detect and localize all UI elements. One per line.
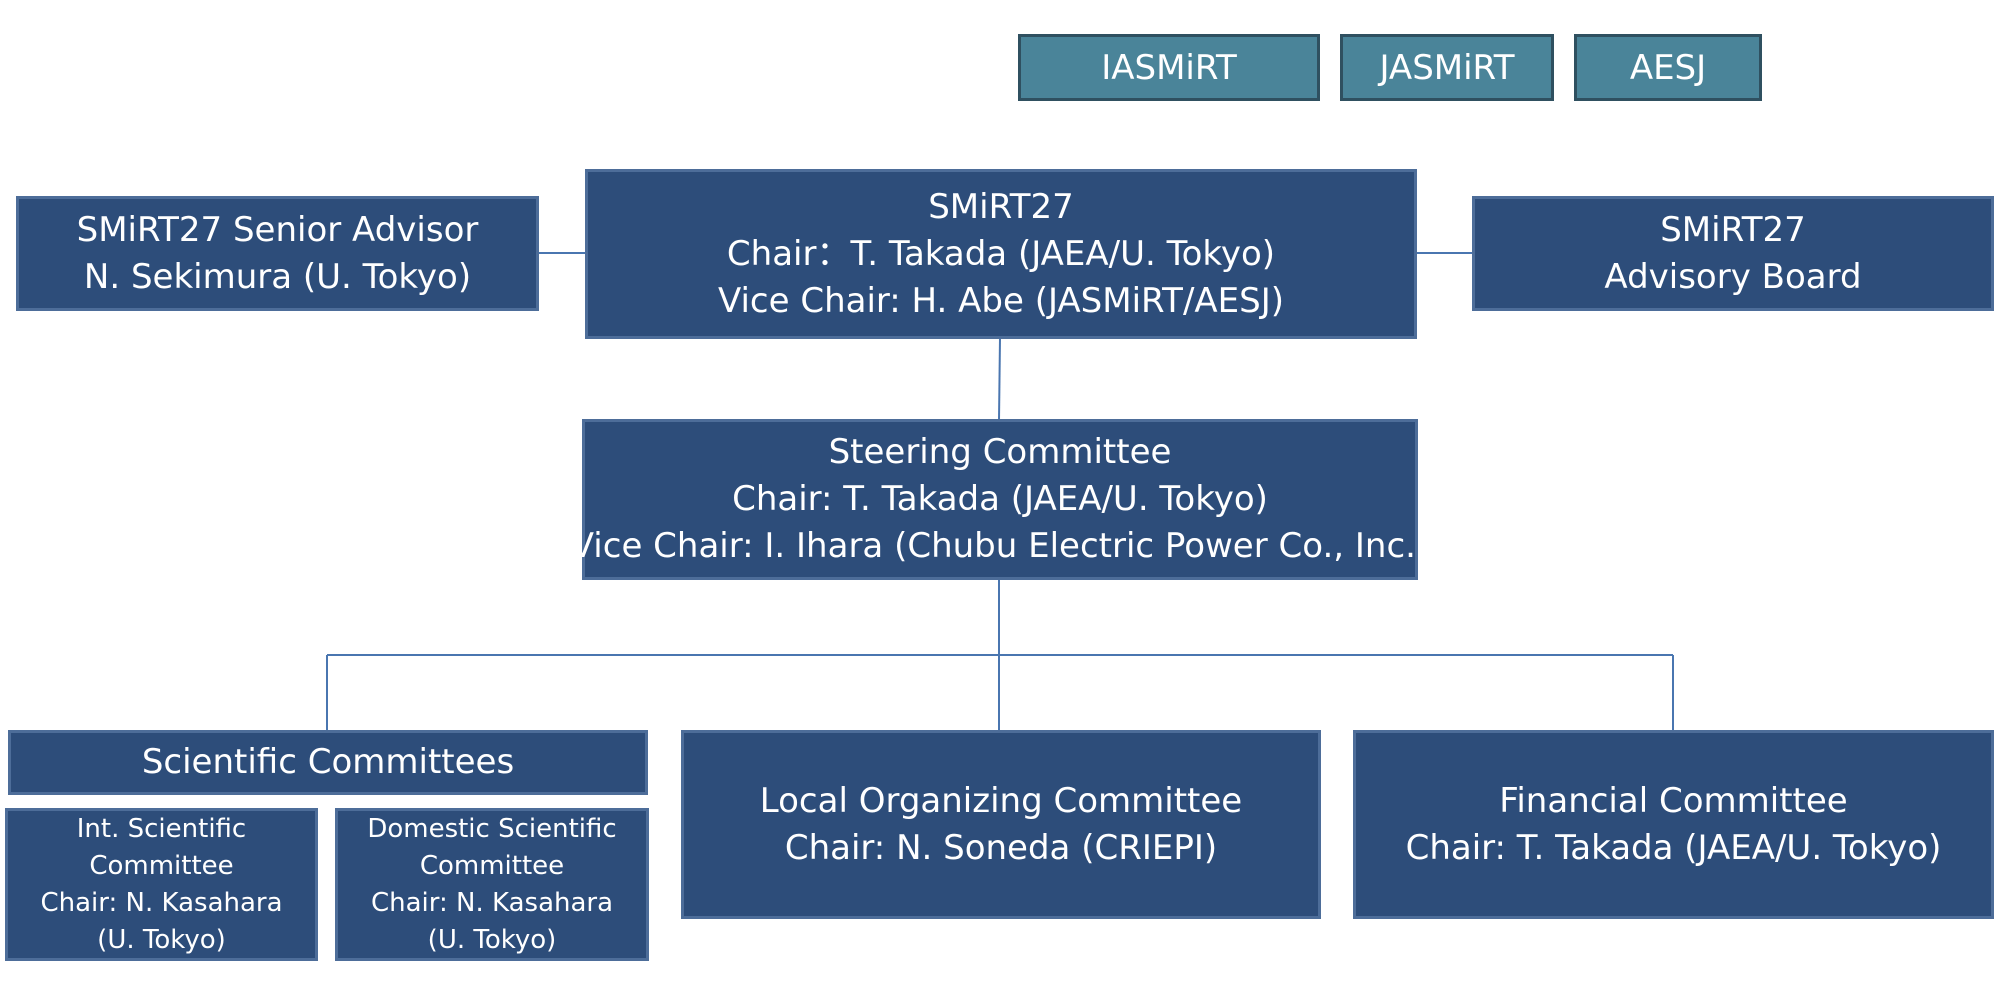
- smirt27-box: SMiRT27 Chair：T. Takada (JAEA/U. Tokyo) …: [585, 169, 1417, 339]
- int-scientific-committee-box: Int. Scientific Committee Chair: N. Kasa…: [5, 808, 318, 961]
- steering-committee-box: Steering Committee Chair: T. Takada (JAE…: [571, 419, 1429, 580]
- senior-advisor-title: SMiRT27 Senior Advisor: [76, 209, 479, 250]
- connector-smirt-steering: [998, 337, 1001, 421]
- smirt27-chair: Chair：T. Takada (JAEA/U. Tokyo): [726, 233, 1276, 274]
- int-scientific-line-2: Committee: [89, 850, 234, 881]
- org-box-jasmirt: JASMiRT: [1340, 34, 1554, 101]
- org-label: AESJ: [1629, 47, 1707, 88]
- int-scientific-chair: Chair: N. Kasahara: [40, 887, 283, 918]
- local-organizing-chair: Chair: N. Soneda (CRIEPI): [784, 827, 1218, 868]
- smirt27-title: SMiRT27: [928, 186, 1074, 227]
- financial-committee-title: Financial Committee: [1499, 780, 1848, 821]
- advisory-board-subtitle: Advisory Board: [1604, 256, 1862, 297]
- domestic-scientific-affiliation: (U. Tokyo): [427, 924, 557, 955]
- int-scientific-line-1: Int. Scientific: [76, 813, 247, 844]
- domestic-scientific-line-2: Committee: [419, 850, 565, 881]
- org-box-aesj: AESJ: [1574, 34, 1762, 101]
- advisory-board-title: SMiRT27: [1660, 209, 1806, 250]
- local-organizing-committee-box: Local Organizing Committee Chair: N. Son…: [681, 730, 1321, 919]
- steering-committee-chair: Chair: T. Takada (JAEA/U. Tokyo): [732, 479, 1268, 519]
- domestic-scientific-line-1: Domestic Scientific: [367, 813, 617, 844]
- steering-committee-vice-chair: Vice Chair: I. Ihara (Chubu Electric Pow…: [570, 526, 1430, 566]
- org-label: IASMiRT: [1101, 47, 1237, 88]
- domestic-scientific-committee-box: Domestic Scientific Committee Chair: N. …: [335, 808, 649, 961]
- senior-advisor-box: SMiRT27 Senior Advisor N. Sekimura (U. T…: [16, 196, 539, 311]
- financial-committee-chair: Chair: T. Takada (JAEA/U. Tokyo): [1405, 827, 1942, 868]
- smirt27-vice-chair: Vice Chair: H. Abe (JASMiRT/AESJ): [717, 280, 1285, 321]
- org-label: JASMiRT: [1379, 47, 1515, 88]
- steering-committee-title: Steering Committee: [828, 432, 1172, 472]
- scientific-committees-title: Scientific Committees: [141, 742, 515, 782]
- senior-advisor-name: N. Sekimura (U. Tokyo): [83, 256, 472, 297]
- advisory-board-box: SMiRT27 Advisory Board: [1472, 196, 1994, 311]
- local-organizing-title: Local Organizing Committee: [759, 780, 1243, 821]
- financial-committee-box: Financial Committee Chair: T. Takada (JA…: [1353, 730, 1994, 919]
- int-scientific-affiliation: (U. Tokyo): [97, 924, 226, 955]
- domestic-scientific-chair: Chair: N. Kasahara: [370, 887, 614, 918]
- org-box-iasmirt: IASMiRT: [1018, 34, 1320, 101]
- scientific-committees-box: Scientific Committees: [8, 730, 648, 795]
